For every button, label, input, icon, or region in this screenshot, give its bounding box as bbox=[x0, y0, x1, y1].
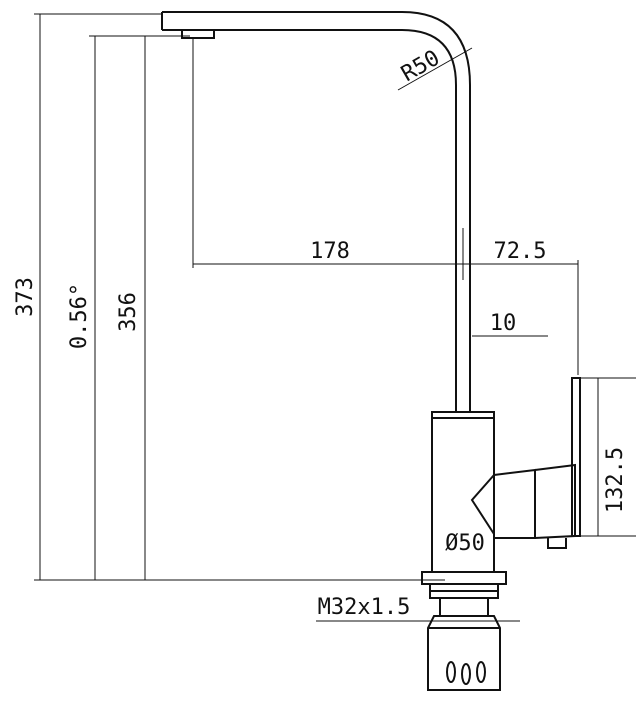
tube-diameter-label: 10 bbox=[490, 311, 517, 336]
spout-height-label: 356 bbox=[116, 292, 141, 332]
lever-height-label: 132.5 bbox=[603, 447, 628, 513]
reach-dimension bbox=[192, 38, 579, 375]
vertical-dimension-lines bbox=[34, 13, 445, 581]
radius-label: R50 bbox=[397, 46, 444, 88]
thread-label: M32x1.5 bbox=[318, 595, 411, 620]
angle-label: 0.56° bbox=[67, 283, 92, 349]
lever-height-dimension bbox=[580, 377, 636, 537]
base-connector bbox=[421, 571, 507, 691]
spout-outline bbox=[161, 11, 471, 412]
radius-leader bbox=[397, 47, 473, 91]
base-diameter-label: Ø50 bbox=[445, 531, 485, 556]
total-height-label: 373 bbox=[13, 277, 38, 317]
body-offset-label: 72.5 bbox=[494, 239, 547, 264]
spout-reach-label: 178 bbox=[310, 239, 350, 264]
